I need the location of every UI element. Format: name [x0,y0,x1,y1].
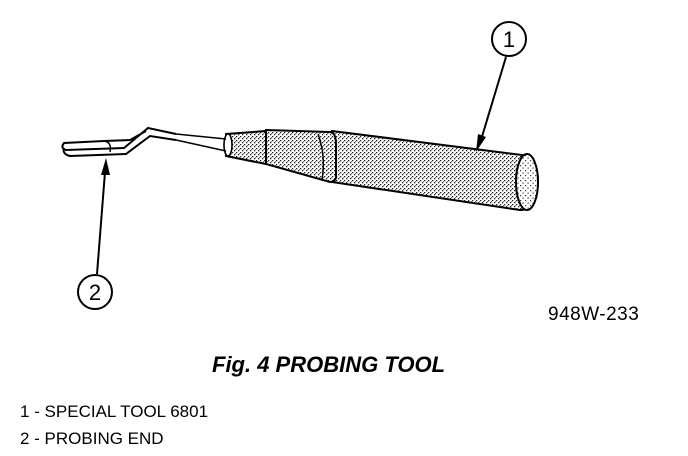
probing-end [61,126,177,158]
callout-1: 1 [476,21,527,152]
probing-tool-illustration: 1 2 [61,21,540,310]
figure-caption: Fig. 4 PROBING TOOL [212,352,446,377]
callout-1-number: 1 [503,27,515,52]
tool-shaft [175,133,227,152]
legend: 1 - SPECIAL TOOL 6801 2 - PROBING END [20,398,208,452]
tool-handle [326,129,540,212]
tool-ferrule [223,129,267,166]
tool-collar [265,128,337,184]
legend-item-2: 2 - PROBING END [20,429,164,448]
callout-2-number: 2 [89,280,101,305]
figure-code: 948W-233 [548,304,640,325]
callout-2: 2 [77,158,113,310]
legend-item-1: 1 - SPECIAL TOOL 6801 [20,402,209,421]
